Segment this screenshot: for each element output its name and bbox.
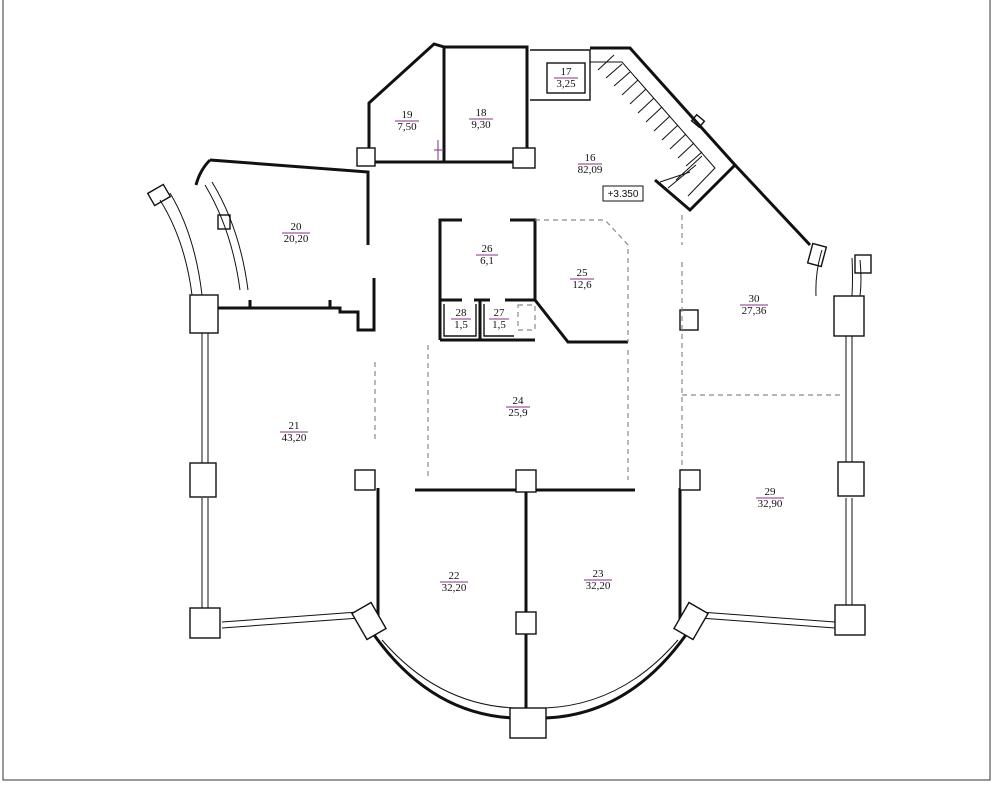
room-area: 3,25: [556, 78, 576, 90]
room-number: 25: [577, 267, 589, 279]
drawing-frame: [2, 0, 991, 781]
room-labels: 16 82,09 17 3,25 18 9,30 19 7,50 20 20,2…: [280, 66, 784, 594]
room-number: 23: [593, 568, 605, 580]
room-number: 26: [482, 243, 494, 255]
room-label-22: 22 32,20: [440, 570, 468, 594]
interior-walls: [376, 218, 699, 710]
room-label-23: 23 32,20: [584, 568, 612, 592]
room-label-30: 30 27,36: [740, 293, 768, 317]
room-17-box: [546, 62, 586, 94]
room-label-20: 20 20,20: [282, 221, 310, 245]
room-label-21: 21 43,20: [280, 420, 308, 444]
room-label-26: 26 6,1: [476, 243, 498, 267]
room-area: 32,90: [758, 498, 783, 510]
room-area: 20,20: [284, 233, 309, 245]
level-mark-text: +3.350: [608, 189, 639, 200]
room-number: 27: [494, 307, 506, 319]
room-area: 1,5: [454, 319, 468, 331]
room-label-16: 16 82,09: [578, 152, 603, 176]
room-label-28: 28 1,5: [451, 307, 471, 331]
room-label-25: 25 12,6: [570, 267, 594, 291]
room-number: 22: [449, 570, 460, 582]
room-label-24: 24 25,9: [506, 395, 530, 419]
room-area: 25,9: [508, 407, 528, 419]
room-area: 6,1: [480, 255, 494, 267]
room-area: 32,20: [442, 582, 467, 594]
room-number: 30: [749, 293, 761, 305]
room-area: 9,30: [471, 119, 491, 131]
room-number: 28: [456, 307, 468, 319]
room-number: 21: [289, 420, 300, 432]
room-number: 24: [513, 395, 525, 407]
room-number: 18: [476, 107, 488, 119]
room-number: 29: [765, 486, 777, 498]
upper-rooms-walls: [356, 42, 591, 169]
room-area: 82,09: [578, 164, 603, 176]
column-room-30: [679, 309, 699, 331]
room-area: 1,5: [492, 319, 506, 331]
room-label-19: 19 7,50: [395, 109, 419, 133]
dashed-partitions: [374, 215, 842, 480]
room-area: 12,6: [572, 279, 592, 291]
pillars: [189, 294, 866, 739]
room-area: 7,50: [397, 121, 417, 133]
room-label-18: 18 9,30: [469, 107, 493, 131]
room-number: 19: [402, 109, 414, 121]
room-number: 17: [561, 66, 573, 78]
room-area: 27,36: [742, 305, 767, 317]
room-area: 43,20: [282, 432, 307, 444]
outer-walls: [146, 158, 872, 720]
level-mark: +3.350: [602, 185, 644, 202]
room-label-27: 27 1,5: [489, 307, 509, 331]
room-number: 20: [291, 221, 303, 233]
room-number: 16: [585, 152, 597, 164]
room-area: 32,20: [586, 580, 611, 592]
room-label-29: 29 32,90: [756, 486, 784, 510]
room-label-17: 17 3,25: [554, 66, 578, 90]
